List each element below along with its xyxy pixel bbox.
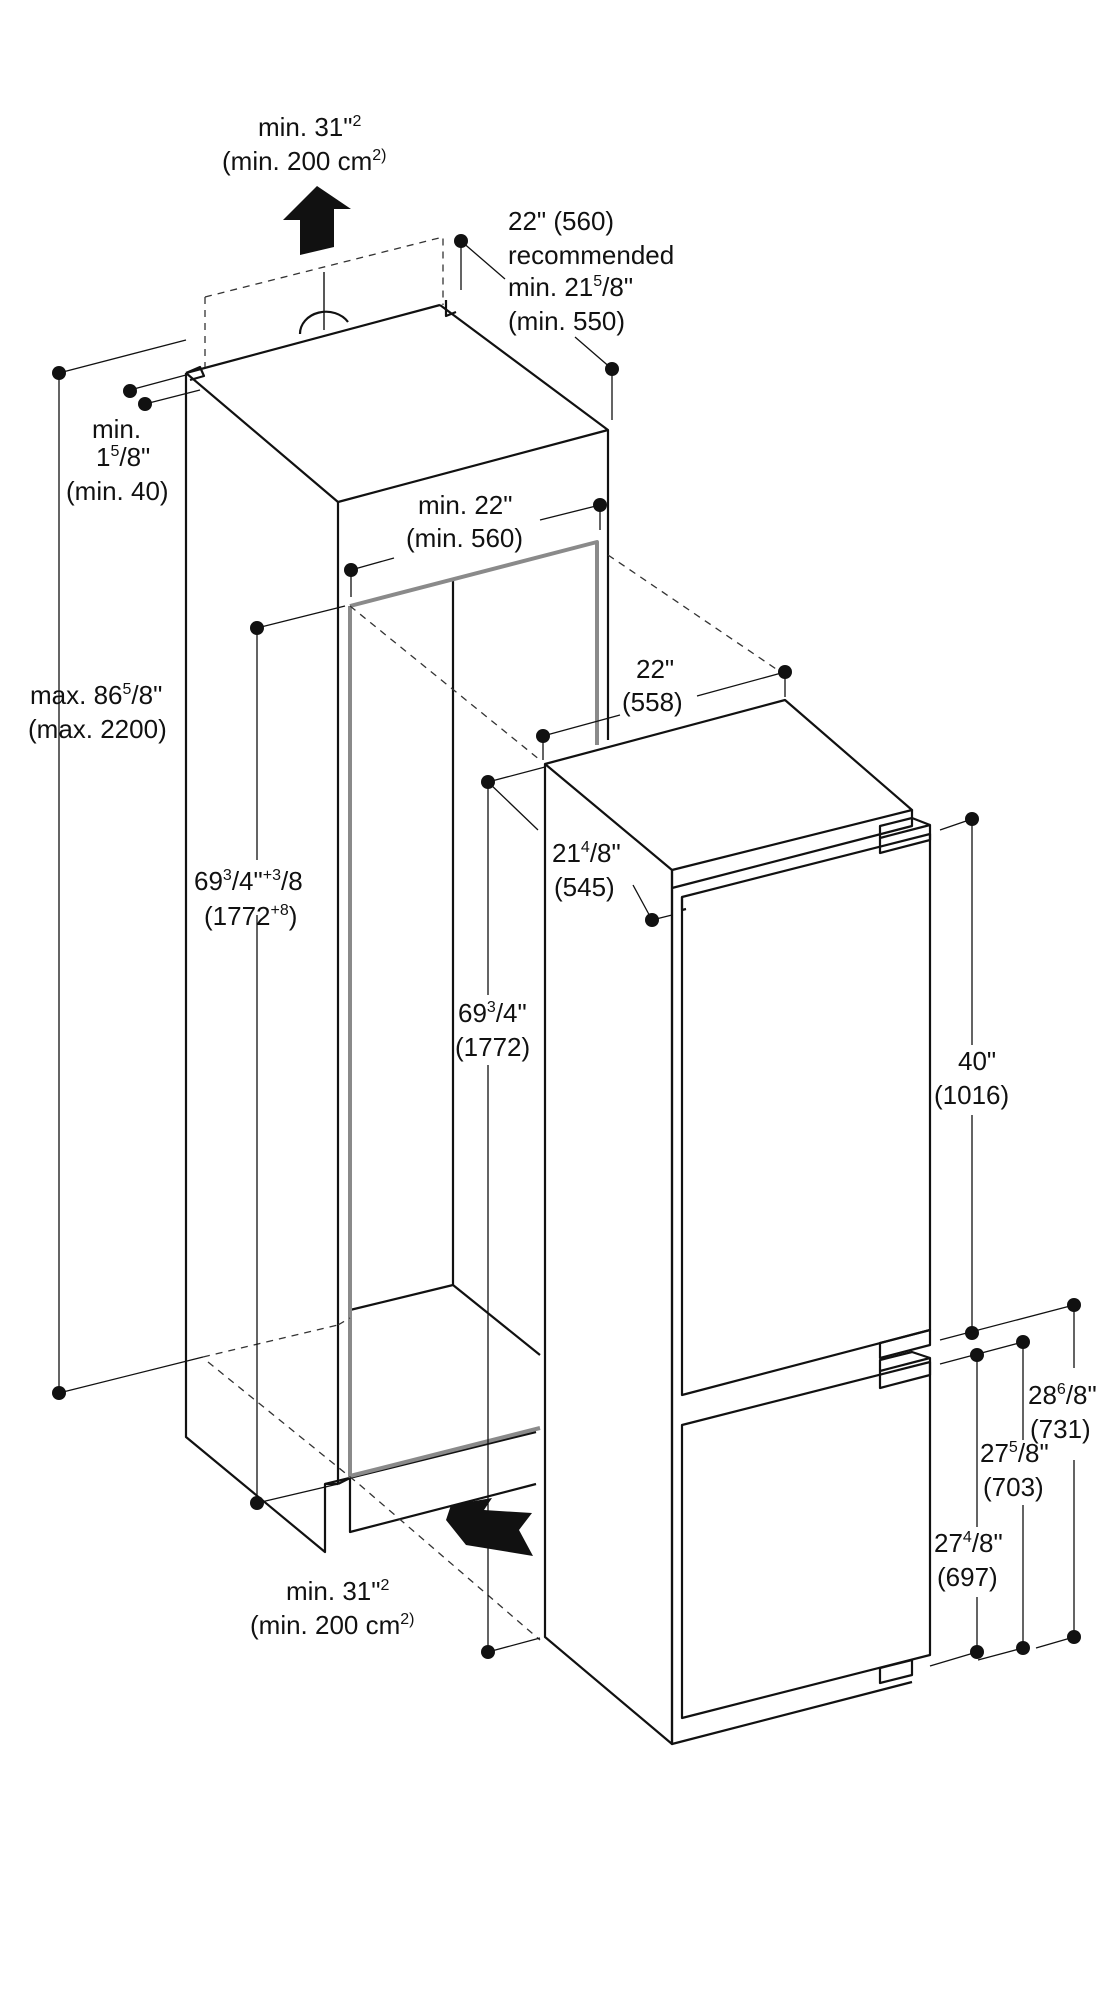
label-vent-top-1: min. 31"2: [258, 112, 362, 142]
label-gap-1: min.: [92, 414, 141, 444]
label-vent-top-2: (min. 200 cm2): [222, 146, 387, 176]
label-gap-2: 15/8": [96, 442, 150, 472]
label-door-top-2: (1016): [934, 1080, 1009, 1110]
label-appliance-depth-2: (545): [554, 872, 615, 902]
label-niche-height-2: (1772+8): [204, 901, 297, 931]
label-appliance-width-2: (558): [622, 687, 683, 717]
label-dim-731-2: (731): [1030, 1414, 1091, 1444]
label-dim-697-1: 274/8": [934, 1528, 1003, 1558]
niche-frame: [348, 606, 541, 1478]
dimension-lines: [52, 234, 1081, 1667]
label-vent-bottom-2: (min. 200 cm2): [250, 1610, 415, 1640]
label-depth-4: (min. 550): [508, 306, 625, 336]
label-vent-bottom-1: min. 31"2: [286, 1576, 390, 1606]
label-width-1: min. 22": [418, 490, 513, 520]
label-appliance-height-2: (1772): [455, 1032, 530, 1062]
label-depth-2: recommended: [508, 240, 674, 270]
label-depth-3: min. 215/8": [508, 272, 633, 302]
arrow-up-icon: [283, 186, 351, 255]
label-appliance-width-1: 22": [636, 654, 674, 684]
niche-cabinet: [184, 236, 786, 1641]
label-door-top-1: 40": [958, 1046, 996, 1076]
vent-grille-icon: [298, 272, 349, 335]
label-depth-1: 22" (560): [508, 206, 614, 236]
label-dim-703-2: (703): [983, 1472, 1044, 1502]
arrow-in-icon: [446, 1498, 533, 1556]
label-dim-703-1: 275/8": [980, 1438, 1049, 1468]
upper-door: [680, 832, 932, 1397]
appliance: [543, 698, 932, 1746]
label-max-height-2: (max. 2200): [28, 714, 167, 744]
label-niche-height-1: 693/4"+3/8: [194, 866, 303, 896]
label-width-2: (min. 560): [406, 523, 523, 553]
lower-door: [680, 1360, 932, 1720]
label-dim-697-2: (697): [937, 1562, 998, 1592]
label-appliance-height-1: 693/4": [458, 998, 527, 1028]
label-appliance-depth-1: 214/8": [552, 838, 621, 868]
label-max-height-1: max. 865/8": [30, 680, 162, 710]
label-dim-731-1: 286/8": [1028, 1380, 1097, 1410]
label-gap-3: (min. 40): [66, 476, 169, 506]
